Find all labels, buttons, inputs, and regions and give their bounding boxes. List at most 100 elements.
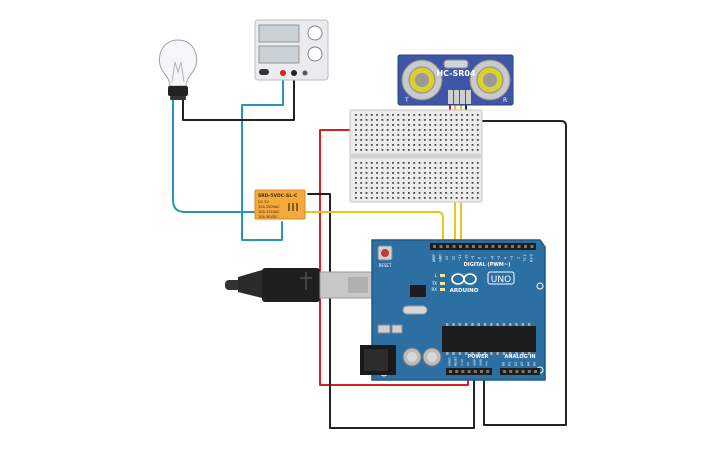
breadboard-hole[interactable] [439, 197, 442, 199]
breadboard-hole[interactable] [461, 144, 463, 146]
breadboard-hole[interactable] [455, 162, 458, 164]
breadboard-hole[interactable] [386, 129, 389, 131]
power-pin[interactable] [473, 370, 477, 373]
supply-terminal-pos[interactable] [280, 70, 286, 76]
breadboard-hole[interactable] [392, 192, 394, 194]
breadboard-hole[interactable] [397, 167, 400, 169]
supply-knob-top[interactable] [307, 25, 323, 41]
power-pin[interactable] [486, 370, 490, 373]
breadboard-hole[interactable] [455, 172, 458, 174]
breadboard-hole[interactable] [365, 124, 368, 126]
breadboard-hole[interactable] [434, 167, 437, 169]
breadboard-hole[interactable] [386, 139, 389, 141]
breadboard-hole[interactable] [461, 119, 463, 121]
breadboard-hole[interactable] [450, 192, 453, 194]
breadboard-hole[interactable] [429, 134, 431, 136]
wire-gnd-relay[interactable] [307, 193, 475, 429]
breadboard-hole[interactable] [381, 197, 384, 199]
breadboard-hole[interactable] [439, 172, 442, 174]
breadboard-hole[interactable] [455, 197, 458, 199]
breadboard-hole[interactable] [466, 134, 469, 136]
breadboard-hole[interactable] [386, 187, 389, 189]
breadboard-hole[interactable] [423, 139, 426, 141]
breadboard-hole[interactable] [471, 119, 474, 121]
breadboard-hole[interactable] [455, 187, 458, 189]
breadboard-hole[interactable] [471, 124, 474, 126]
breadboard-hole[interactable] [418, 129, 421, 131]
breadboard-hole[interactable] [365, 134, 368, 136]
ultrasonic-sensor[interactable]: HC-SR04 T R [397, 54, 514, 106]
breadboard-hole[interactable] [466, 139, 469, 141]
breadboard-hole[interactable] [423, 119, 426, 121]
breadboard-hole[interactable] [413, 129, 416, 131]
breadboard-hole[interactable] [418, 149, 421, 151]
breadboard-hole[interactable] [471, 172, 474, 174]
breadboard-hole[interactable] [466, 144, 469, 146]
breadboard-hole[interactable] [408, 129, 410, 131]
breadboard-hole[interactable] [402, 119, 405, 121]
breadboard-hole[interactable] [360, 182, 363, 184]
breadboard-hole[interactable] [386, 144, 389, 146]
breadboard-hole[interactable] [466, 114, 469, 116]
breadboard-hole[interactable] [381, 129, 384, 131]
digital-pin[interactable] [478, 245, 482, 248]
digital-pin[interactable] [485, 245, 488, 248]
analog-pin[interactable] [521, 370, 525, 373]
breadboard-hole[interactable] [450, 129, 453, 131]
breadboard-hole[interactable] [408, 172, 410, 174]
breadboard-hole[interactable] [355, 124, 357, 126]
breadboard-hole[interactable] [461, 167, 463, 169]
breadboard-hole[interactable] [466, 119, 469, 121]
breadboard-hole[interactable] [445, 149, 447, 151]
breadboard-hole[interactable] [471, 139, 474, 141]
breadboard-hole[interactable] [365, 129, 368, 131]
breadboard-hole[interactable] [423, 187, 426, 189]
breadboard-hole[interactable] [471, 187, 474, 189]
breadboard-hole[interactable] [423, 149, 426, 151]
breadboard-hole[interactable] [434, 119, 437, 121]
breadboard-hole[interactable] [370, 149, 373, 151]
breadboard-hole[interactable] [455, 182, 458, 184]
breadboard-hole[interactable] [445, 172, 447, 174]
breadboard-hole[interactable] [392, 197, 394, 199]
breadboard-hole[interactable] [461, 124, 463, 126]
breadboard-hole[interactable] [461, 162, 463, 164]
breadboard-hole[interactable] [439, 134, 442, 136]
breadboard-hole[interactable] [455, 177, 458, 179]
power-pin[interactable] [449, 370, 452, 373]
breadboard-hole[interactable] [360, 162, 363, 164]
breadboard-hole[interactable] [434, 162, 437, 164]
breadboard-hole[interactable] [471, 192, 474, 194]
breadboard-hole[interactable] [450, 187, 453, 189]
power-pin[interactable] [467, 370, 471, 373]
breadboard-hole[interactable] [386, 182, 389, 184]
breadboard-hole[interactable] [471, 144, 474, 146]
breadboard-hole[interactable] [439, 177, 442, 179]
breadboard-hole[interactable] [392, 177, 394, 179]
breadboard-hole[interactable] [466, 182, 469, 184]
breadboard-hole[interactable] [413, 167, 416, 169]
breadboard-hole[interactable] [397, 114, 400, 116]
breadboard-hole[interactable] [370, 172, 373, 174]
breadboard-hole[interactable] [445, 144, 447, 146]
breadboard-hole[interactable] [408, 177, 410, 179]
breadboard-hole[interactable] [445, 192, 447, 194]
breadboard-hole[interactable] [439, 124, 442, 126]
breadboard-hole[interactable] [392, 139, 394, 141]
breadboard-hole[interactable] [466, 197, 469, 199]
breadboard-hole[interactable] [450, 177, 453, 179]
breadboard-hole[interactable] [450, 114, 453, 116]
breadboard-hole[interactable] [476, 192, 479, 194]
digital-pin[interactable] [524, 245, 527, 248]
breadboard-hole[interactable] [476, 114, 479, 116]
breadboard-hole[interactable] [376, 134, 378, 136]
breadboard-hole[interactable] [376, 114, 378, 116]
breadboard-hole[interactable] [439, 192, 442, 194]
breadboard-hole[interactable] [476, 197, 479, 199]
digital-pin[interactable] [517, 245, 521, 248]
breadboard-hole[interactable] [471, 177, 474, 179]
breadboard-hole[interactable] [392, 114, 394, 116]
breadboard-hole[interactable] [360, 187, 363, 189]
breadboard-hole[interactable] [434, 129, 437, 131]
breadboard-hole[interactable] [376, 119, 378, 121]
